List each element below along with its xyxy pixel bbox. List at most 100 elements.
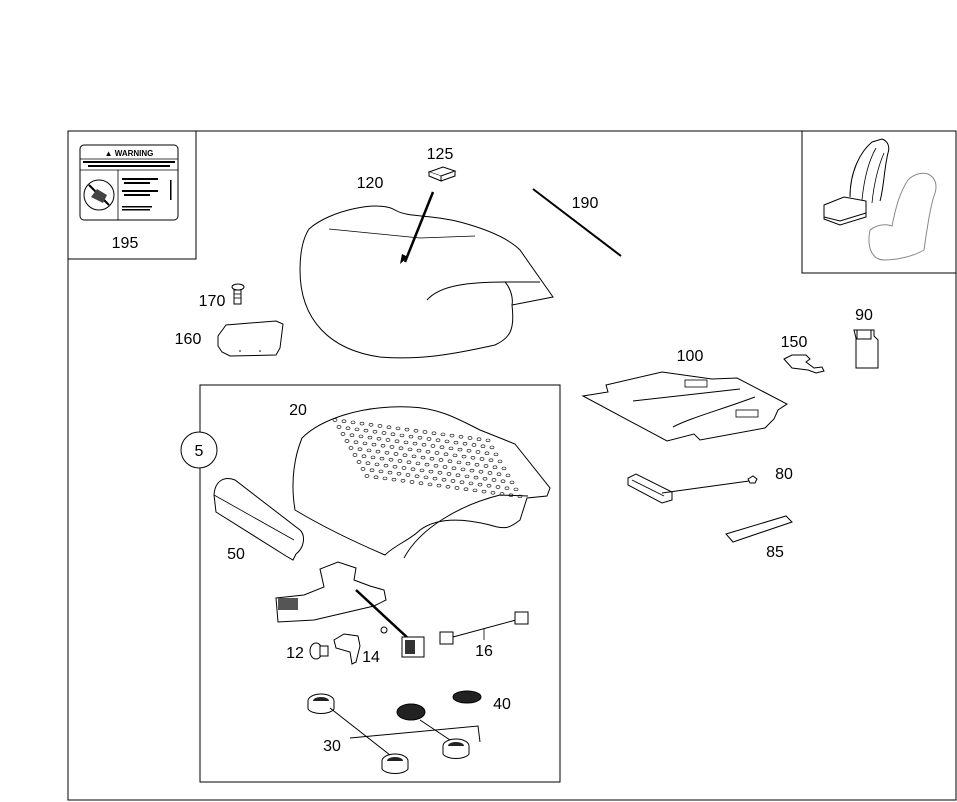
perforation-hole (388, 458, 394, 462)
perforation-hole (457, 447, 463, 452)
perforation-hole (379, 456, 385, 461)
perforation-hole (481, 489, 487, 494)
perforation-hole (386, 425, 392, 429)
perforation-hole (380, 444, 386, 448)
perforation-hole (488, 458, 494, 462)
perforation-hole (480, 444, 486, 448)
perforation-hole (449, 433, 455, 438)
callout-150[interactable]: 150 (781, 334, 808, 351)
perforation-hole (376, 437, 382, 441)
perforation-hole (410, 467, 416, 471)
perforation-hole (442, 465, 448, 469)
perforation-hole (418, 481, 424, 485)
part-12-pin[interactable]: 12 (286, 642, 329, 662)
part-sensor-mat[interactable] (275, 561, 411, 641)
perforation-hole (390, 432, 396, 436)
seat-outline-ghost (868, 172, 937, 261)
perforation-hole (370, 455, 376, 460)
perforation-hole (383, 463, 389, 468)
part-80-sensor[interactable]: 80 (627, 466, 793, 504)
perforation-hole (394, 439, 400, 443)
part-30-grommets[interactable]: 30 (307, 693, 481, 774)
callout-160[interactable]: 160 (175, 331, 202, 348)
perforation-hole (461, 454, 467, 459)
perforation-hole (459, 480, 465, 484)
callout-30[interactable]: 30 (323, 738, 341, 755)
perforation-hole (465, 461, 471, 466)
part-190-rod[interactable]: 190 (532, 188, 622, 257)
perforation-hole (433, 464, 439, 468)
part-50-bolster[interactable]: 50 (213, 478, 304, 563)
part-16-sensor-cable[interactable]: 16 (401, 611, 529, 660)
group-marker-label[interactable]: 5 (195, 443, 204, 460)
perforation-hole (421, 443, 427, 447)
perforation-hole (393, 452, 399, 456)
perforation-hole (399, 433, 405, 438)
callout-170[interactable]: 170 (199, 293, 226, 310)
arrow-125-to-120 (403, 191, 435, 263)
inset-seat-location-view (801, 131, 956, 274)
perforation-hole (455, 473, 461, 477)
part-85-tape[interactable]: 85 (725, 515, 793, 561)
callout-80[interactable]: 80 (775, 466, 793, 483)
perforation-hole (428, 469, 434, 474)
group-marker-circle (180, 431, 218, 469)
callout-190[interactable]: 190 (572, 195, 599, 212)
part-14-clip[interactable]: 14 (333, 633, 380, 666)
perforation-hole (425, 450, 431, 454)
warning-label-heading: ▲ WARNING (105, 149, 154, 158)
callout-16[interactable]: 16 (475, 643, 493, 660)
perforation-hole (372, 430, 378, 434)
callout-100[interactable]: 100 (677, 348, 704, 365)
perforation-hole (341, 419, 347, 423)
callout-125[interactable]: 125 (427, 146, 454, 163)
part-90-connector[interactable]: 90 (853, 307, 879, 369)
perforation-hole (500, 479, 506, 483)
perforation-hole (332, 418, 338, 422)
part-125-pad[interactable]: 125 (427, 146, 457, 182)
perforation-hole (345, 426, 351, 430)
perforation-hole (405, 473, 411, 477)
perforation-hole (369, 468, 375, 472)
perforation-hole (371, 442, 377, 447)
perforation-hole (420, 455, 426, 460)
perforation-hole (491, 478, 497, 482)
perforation-hole (363, 428, 369, 433)
perforation-hole (499, 492, 505, 496)
perforation-hole (450, 479, 456, 483)
part-120-cushion-cover[interactable]: 120 (299, 175, 554, 359)
part-20-seat-foam[interactable]: 20 (289, 402, 551, 559)
callout-40[interactable]: 40 (493, 696, 511, 713)
perforation-hole (427, 482, 433, 487)
perforation-hole (452, 453, 458, 458)
perforation-hole (400, 479, 406, 483)
callout-195[interactable]: 195 (112, 235, 139, 252)
callout-120[interactable]: 120 (357, 175, 384, 192)
callout-50[interactable]: 50 (227, 546, 245, 563)
perforation-hole (508, 493, 514, 497)
perforation-hole (470, 456, 476, 460)
part-150-bracket[interactable]: 150 (781, 334, 825, 374)
perforation-hole (348, 446, 354, 450)
perforation-hole (466, 449, 472, 453)
perforation-hole (423, 475, 429, 480)
part-170-screw[interactable]: 170 (199, 283, 245, 310)
perforation-hole (414, 474, 420, 478)
callout-14[interactable]: 14 (362, 649, 380, 666)
callout-12[interactable]: 12 (286, 645, 304, 662)
perforation-hole (392, 465, 398, 469)
perforation-hole (440, 432, 446, 437)
perforation-hole (482, 477, 488, 481)
part-100-heating-mat[interactable]: 100 (581, 348, 788, 442)
perforation-hole (462, 442, 468, 446)
part-160-cover-plate[interactable]: 160 (175, 320, 284, 357)
part-40-cap[interactable]: 40 (452, 690, 511, 713)
perforation-hole (448, 446, 454, 451)
perforation-hole (431, 431, 437, 435)
callout-20[interactable]: 20 (289, 402, 307, 419)
perforation-hole (467, 436, 473, 440)
perforation-hole (407, 447, 413, 452)
callout-90[interactable]: 90 (855, 307, 873, 324)
callout-85[interactable]: 85 (766, 544, 784, 561)
perforation-hole (489, 445, 495, 450)
